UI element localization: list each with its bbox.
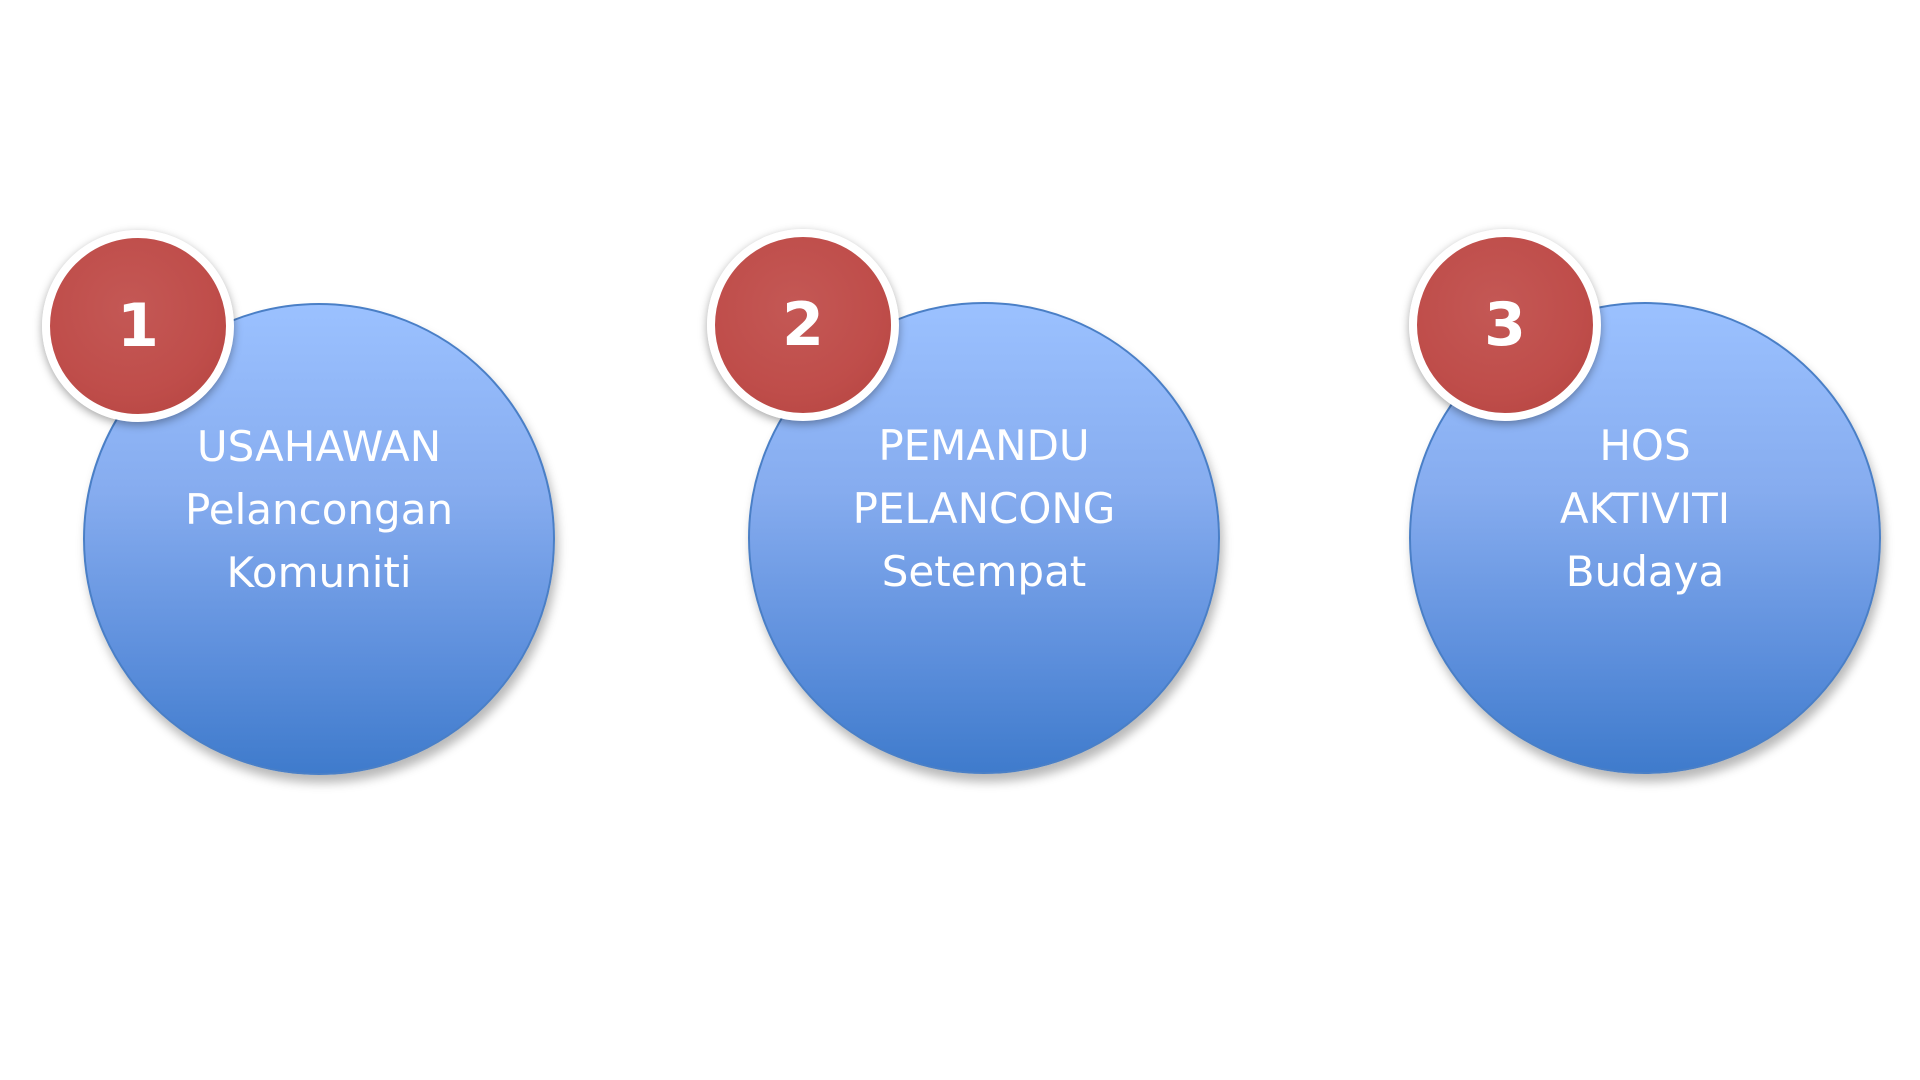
step-1: USAHAWAN Pelancongan Komuniti 1 xyxy=(0,0,555,775)
step-1-line-1: USAHAWAN xyxy=(196,421,442,471)
step-2-line-2: PELANCONG xyxy=(852,483,1116,533)
step-1-number-badge: 1 xyxy=(42,230,234,422)
step-1-circle: USAHAWAN Pelancongan Komuniti xyxy=(83,303,555,775)
step-2-number: 2 xyxy=(782,290,824,360)
step-3-number-badge: 3 xyxy=(1409,229,1601,421)
step-3-label: HOS AKTIVITI Budaya xyxy=(1560,414,1730,603)
step-3-line-1: HOS xyxy=(1599,420,1691,470)
step-3-line-2: AKTIVITI xyxy=(1559,483,1731,533)
step-1-line-3: Komuniti xyxy=(226,547,412,597)
step-2-line-1: PEMANDU xyxy=(878,420,1090,470)
step-1-number: 1 xyxy=(117,291,159,361)
step-1-line-2: Pelancongan xyxy=(184,484,454,534)
step-2-line-3: Setempat xyxy=(881,546,1087,596)
step-3-line-3: Budaya xyxy=(1565,546,1725,596)
step-2-label: PEMANDU PELANCONG Setempat xyxy=(853,414,1116,603)
step-1-label: USAHAWAN Pelancongan Komuniti xyxy=(185,415,453,604)
step-3-number: 3 xyxy=(1484,290,1526,360)
step-2: PEMANDU PELANCONG Setempat 2 xyxy=(663,0,1220,774)
step-3: HOS AKTIVITI Budaya 3 xyxy=(1368,0,1881,774)
step-2-number-badge: 2 xyxy=(707,229,899,421)
